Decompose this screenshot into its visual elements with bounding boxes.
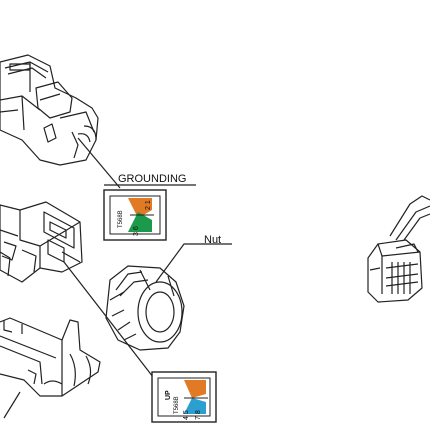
connector-housing-top — [0, 54, 99, 166]
leader-grounding — [77, 137, 121, 189]
standard-label-top: T568B — [118, 210, 124, 228]
wiring-box-bottom: UP T568B 4 5 7 8 — [151, 371, 217, 423]
pins-right-top: 2 1 — [145, 200, 152, 210]
wire-green-top — [128, 212, 152, 232]
wire-blue-bottom — [184, 398, 206, 414]
pins-left-bottom: 4 5 — [183, 410, 190, 420]
pins-left-top: 3 6 — [133, 226, 140, 236]
leader-shell — [3, 391, 21, 419]
wire-orange-bottom — [184, 380, 206, 398]
wire-orange-top — [128, 198, 152, 218]
assembled-plug-right — [367, 195, 430, 303]
nut-illustration — [105, 265, 185, 351]
shell-bottom — [0, 317, 101, 397]
standard-label-bottom: T568B — [174, 396, 180, 414]
leader-nut — [155, 243, 232, 283]
label-nut: Nut — [204, 234, 221, 246]
leader-bottom-box — [63, 261, 161, 387]
pins-right-bottom: 7 8 — [195, 410, 202, 420]
label-grounding: GROUNDING — [118, 173, 186, 185]
wiring-box-top: T568B 3 6 2 1 — [103, 189, 167, 241]
cable-manager-middle — [0, 201, 83, 283]
marker-up: UP — [165, 390, 172, 400]
